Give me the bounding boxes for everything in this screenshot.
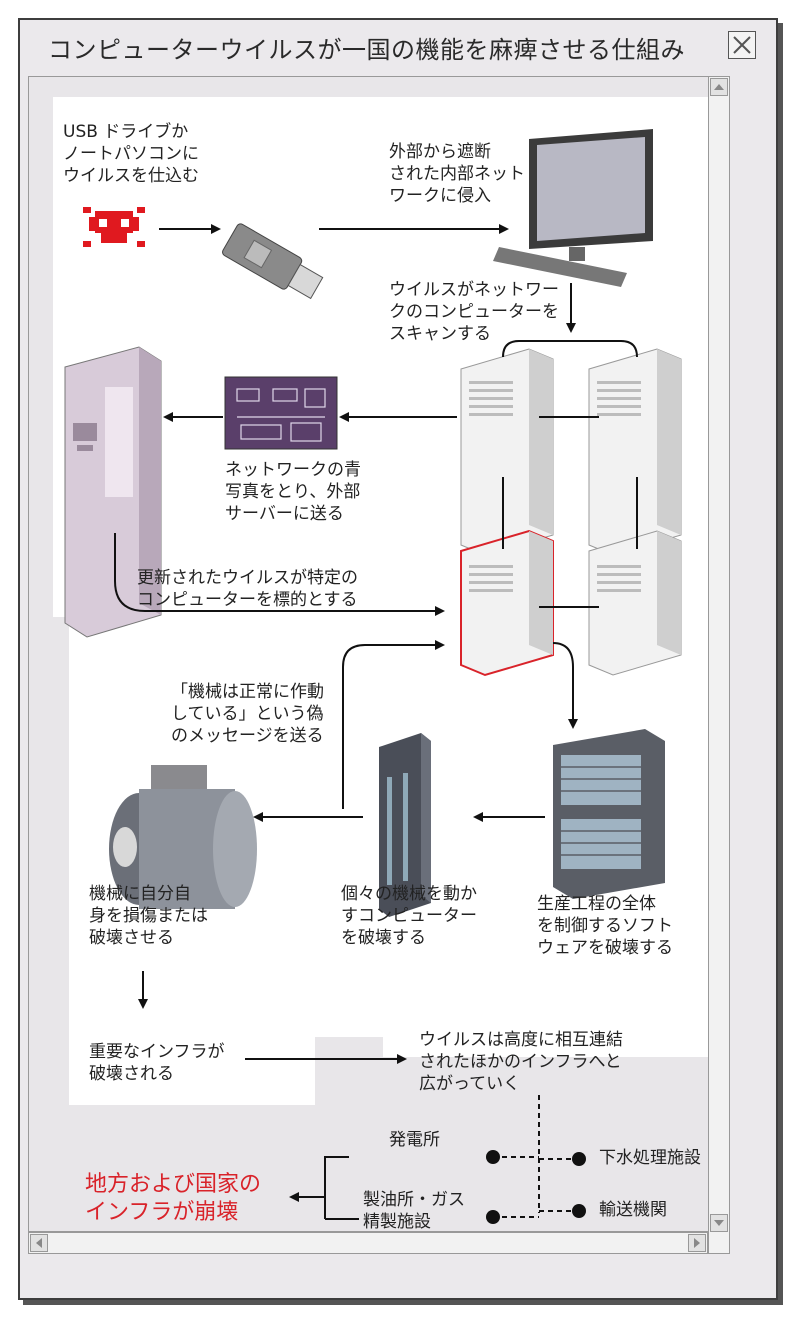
control-rack-icon — [553, 729, 665, 899]
server-icon-2 — [588, 348, 682, 556]
window-title: コンピューターウイルスが一国の機能を麻痺させる仕組み — [48, 36, 685, 64]
label-scan: ウイルスがネットワークのコンピューターをスキャンする — [389, 280, 559, 344]
label-collapse: 地方および国家のインフラが崩壊 — [85, 1172, 262, 1225]
arrow-up-icon — [714, 84, 724, 90]
skull-icon — [83, 207, 145, 247]
close-button[interactable] — [728, 31, 756, 59]
connector-dots — [486, 1150, 586, 1224]
dashed-connectors — [493, 1095, 575, 1218]
title-bar: コンピューターウイルスが一国の機能を麻痺させる仕組み — [20, 20, 776, 78]
scroll-up-button[interactable] — [710, 78, 728, 96]
label-blueprint: ネットワークの青写真をとり、外部サーバーに送る — [225, 460, 361, 524]
arrow-left-icon — [36, 1238, 42, 1248]
panel-bottom-left — [69, 977, 315, 1105]
scroll-down-button[interactable] — [710, 1214, 728, 1232]
label-fake-message: 「機械は正常に作動している」という偽のメッセージを送る — [171, 682, 324, 746]
label-power-plant: 発電所 — [389, 1130, 440, 1150]
usb-drive-icon — [222, 223, 324, 300]
label-infra-destroyed: 重要なインフラが破壊される — [89, 1042, 225, 1084]
scroll-left-button[interactable] — [30, 1234, 48, 1252]
label-destroy-controller: 個々の機械を動かすコンピューターを破壊する — [341, 884, 477, 948]
label-usb: USB ドライブかノートパソコンにウイルスを仕込む — [63, 122, 199, 186]
label-transport: 輸送機関 — [599, 1200, 667, 1220]
desktop-computer-icon — [493, 129, 653, 287]
label-spread: ウイルスは高度に相互連結されたほかのインフラへと広がっていく — [419, 1030, 623, 1094]
label-destroy-software: 生産工程の全体を制御するソフトウェアを破壊する — [537, 894, 673, 958]
label-refinery: 製油所・ガス精製施設 — [363, 1190, 465, 1232]
arrow-down-icon — [714, 1220, 724, 1226]
external-server-icon — [64, 346, 162, 638]
scroll-right-button[interactable] — [688, 1234, 706, 1252]
label-sewage: 下水処理施設 — [599, 1148, 701, 1168]
label-internal-network: 外部から遮断された内部ネットワークに侵入 — [389, 142, 525, 206]
close-icon — [733, 36, 751, 54]
horizontal-scrollbar[interactable] — [28, 1232, 708, 1254]
blueprint-icon — [224, 376, 338, 450]
flow-connectors — [114, 224, 638, 1220]
label-damage-self: 機械に自分自身を損傷または破壊させる — [89, 884, 208, 948]
motor-icon — [109, 765, 257, 909]
arrow-right-icon — [694, 1238, 700, 1248]
server-icon-1 — [460, 348, 554, 556]
vertical-scrollbar[interactable] — [708, 76, 730, 1254]
label-target: 更新されたウイルスが特定のコンピューターを標的とする — [137, 568, 358, 610]
diagram-canvas: USB ドライブかノートパソコンにウイルスを仕込む 外部から遮断された内部ネット… — [28, 76, 728, 1232]
server-icon-4 — [588, 530, 682, 676]
controller-icon — [379, 733, 431, 917]
diagram-graphics — [53, 97, 711, 1224]
target-server-icon — [460, 529, 554, 677]
